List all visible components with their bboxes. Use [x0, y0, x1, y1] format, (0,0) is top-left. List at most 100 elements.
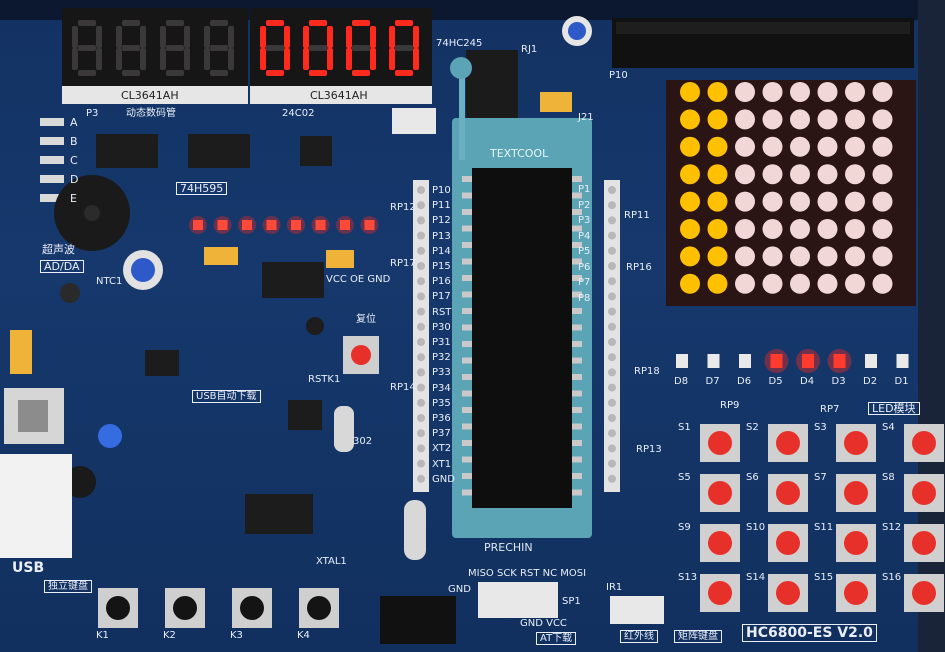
pin-label-p14: P14 [432, 245, 451, 257]
pin-right-14 [608, 383, 616, 392]
left-header-pin-a [40, 118, 64, 126]
dot-r3-c7 [845, 136, 865, 157]
dot-r1-c2 [707, 82, 728, 102]
zif-pin-right-2 [572, 192, 582, 199]
led-bank-d2 [865, 354, 877, 368]
smd-led-3 [242, 220, 252, 230]
matrix-key-label-s7: S7 [814, 472, 827, 483]
seven-seg-left-digit-3-seg-d [166, 70, 184, 76]
seven-seg-right-label-bg [250, 86, 432, 104]
seven-seg-left-digit-4-seg-f [204, 26, 210, 48]
seven-seg-right-digit-1-seg-c [284, 48, 290, 70]
seven-seg-left-digit-1-seg-b [96, 26, 102, 48]
led-bank-label-d1: D1 [894, 376, 909, 387]
pin-right-8 [608, 292, 616, 301]
dot-r2-c2 [707, 109, 728, 130]
seven-seg-left-digit-4-seg-b [228, 26, 234, 48]
label-sp1: SP1 [562, 596, 581, 607]
seven-seg-right-digit-1-seg-a [266, 20, 284, 26]
dot-r8-c4 [762, 273, 783, 294]
zif-pin-left-4 [462, 225, 472, 232]
pin-right-9 [608, 307, 616, 316]
pin-right-13 [608, 368, 616, 377]
seven-seg-left-digit-3-seg-g [166, 45, 184, 51]
label-rp13: RP13 [636, 444, 662, 455]
matrix-key-s12-cap [912, 531, 936, 555]
dot-r6-c4 [762, 219, 783, 239]
seven-seg-right-digit-2-seg-g [309, 45, 327, 51]
matrix-key-label-s13: S13 [678, 572, 698, 583]
pin-label-right-p6: P6 [578, 261, 591, 273]
zif-pin-right-13 [572, 374, 582, 380]
label-rp12: RP12 [390, 202, 416, 213]
matrix-key-s9-cap [708, 531, 732, 555]
zif-pin-left-2 [462, 192, 472, 199]
seven-seg-right-digit-4-seg-a [395, 20, 413, 26]
zif-pin-right-7 [572, 275, 582, 281]
dot-r1-c8 [872, 82, 893, 102]
seven-seg-right-digit-2-seg-f [303, 26, 309, 48]
dot-r1-c1 [680, 82, 700, 102]
zif-pin-right-14 [572, 390, 582, 397]
label-independent-keys: 独立键盘 [44, 580, 92, 593]
smd-led-4 [266, 220, 277, 230]
label-rp17: RP17 [390, 258, 416, 269]
zif-pin-left-18 [462, 456, 472, 463]
left-header-letter-b: B [70, 135, 78, 148]
capacitor-c5 [306, 317, 324, 335]
dot-r4-c7 [845, 164, 865, 185]
dot-r3-c5 [790, 136, 810, 157]
seven-seg-right-digit-4-seg-e [389, 48, 395, 70]
chip-usb [245, 494, 313, 534]
matrix-key-label-s11: S11 [814, 522, 834, 533]
zif-pin-right-19 [572, 473, 582, 479]
zif-pin-left-12 [462, 357, 472, 364]
zif-pin-left-19 [462, 473, 472, 479]
seven-seg-right-digit-1-seg-g [266, 45, 284, 51]
matrix-key-label-s4: S4 [882, 422, 895, 433]
left-header-letter-e: E [70, 192, 77, 205]
left-header-pin-b [40, 137, 64, 145]
label-vcc-oe-gnd: VCC OE GND [326, 274, 391, 285]
smd-led-2 [217, 220, 228, 230]
label-j21: J21 [578, 112, 594, 123]
pin-middle-4 [417, 231, 425, 240]
seven-seg-right-digit-3-seg-f [346, 26, 352, 48]
zif-pin-left-5 [462, 242, 472, 248]
zif-pin-left-3 [462, 209, 472, 215]
dot-r2-c3 [735, 109, 755, 130]
matrix-key-label-s1: S1 [678, 422, 691, 433]
smd-led-1 [193, 220, 203, 230]
zif-pin-right-12 [572, 357, 582, 364]
key-k1-cap [106, 596, 130, 620]
label-socket-maker: PRECHIN [484, 541, 533, 554]
chip-24c02 [300, 136, 332, 166]
zif-pin-right-15 [572, 407, 582, 413]
power-switch-slider [18, 400, 48, 432]
header-bottom [380, 596, 456, 644]
dot-r7-c2 [707, 246, 728, 267]
key-label-k3: K3 [230, 630, 243, 641]
chip-small [288, 400, 322, 430]
pin-middle-11 [417, 338, 425, 346]
pin-label-right-p2: P2 [578, 199, 591, 211]
pin-middle-1 [417, 186, 425, 194]
dot-r3-c4 [762, 136, 783, 157]
zif-pin-right-1 [572, 176, 582, 182]
led-bank-d3 [833, 354, 846, 368]
dot-r6-c7 [845, 219, 865, 239]
dot-r8-c7 [845, 273, 865, 294]
zif-pin-left-8 [462, 291, 472, 298]
dot-r8-c3 [735, 273, 755, 294]
label-74hc245: 74HC245 [436, 38, 483, 49]
seven-seg-left-digit-3-seg-c [184, 48, 190, 70]
dot-r7-c8 [872, 246, 893, 267]
seven-seg-left-digit-4-seg-g [210, 45, 228, 51]
dot-r6-c3 [735, 219, 755, 239]
seven-seg-right-digit-4-seg-g [395, 45, 413, 51]
pin-right-15 [608, 398, 616, 407]
seven-seg-left-digit-1-seg-a [78, 20, 96, 26]
zif-pin-left-7 [462, 275, 472, 281]
seven-seg-left-digit-2-seg-e [116, 48, 122, 70]
